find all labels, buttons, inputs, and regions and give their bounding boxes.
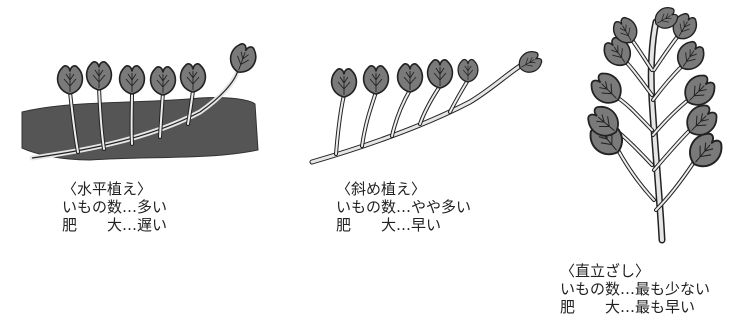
slanted-planting-drawing <box>309 47 546 165</box>
caption-enlargement: 肥 大…最も早い <box>560 298 696 316</box>
caption-enlargement: 肥 大…遅い <box>62 216 168 234</box>
slanted-planting-caption: 〈斜め植え〉 いもの数…やや多い 肥 大…早い <box>336 180 471 234</box>
horizontal-planting-caption: 〈水平植え〉 いもの数…多い 肥 大…遅い <box>62 180 167 234</box>
caption-tuber-count: いもの数…多い <box>62 198 168 216</box>
caption-title: 〈直立ざし〉 <box>560 262 651 280</box>
upright-planting-drawing <box>582 3 729 244</box>
caption-tuber-count: いもの数…最も少ない <box>560 280 711 298</box>
caption-tuber-count: いもの数…やや多い <box>336 198 472 216</box>
soil <box>21 97 259 161</box>
caption-title: 〈斜め植え〉 <box>336 180 427 198</box>
caption-title: 〈水平植え〉 <box>62 180 153 198</box>
upright-planting-caption: 〈直立ざし〉 いもの数…最も少ない 肥 大…最も早い <box>560 262 710 316</box>
horizontal-planting-drawing <box>21 40 261 161</box>
caption-enlargement: 肥 大…早い <box>336 216 442 234</box>
